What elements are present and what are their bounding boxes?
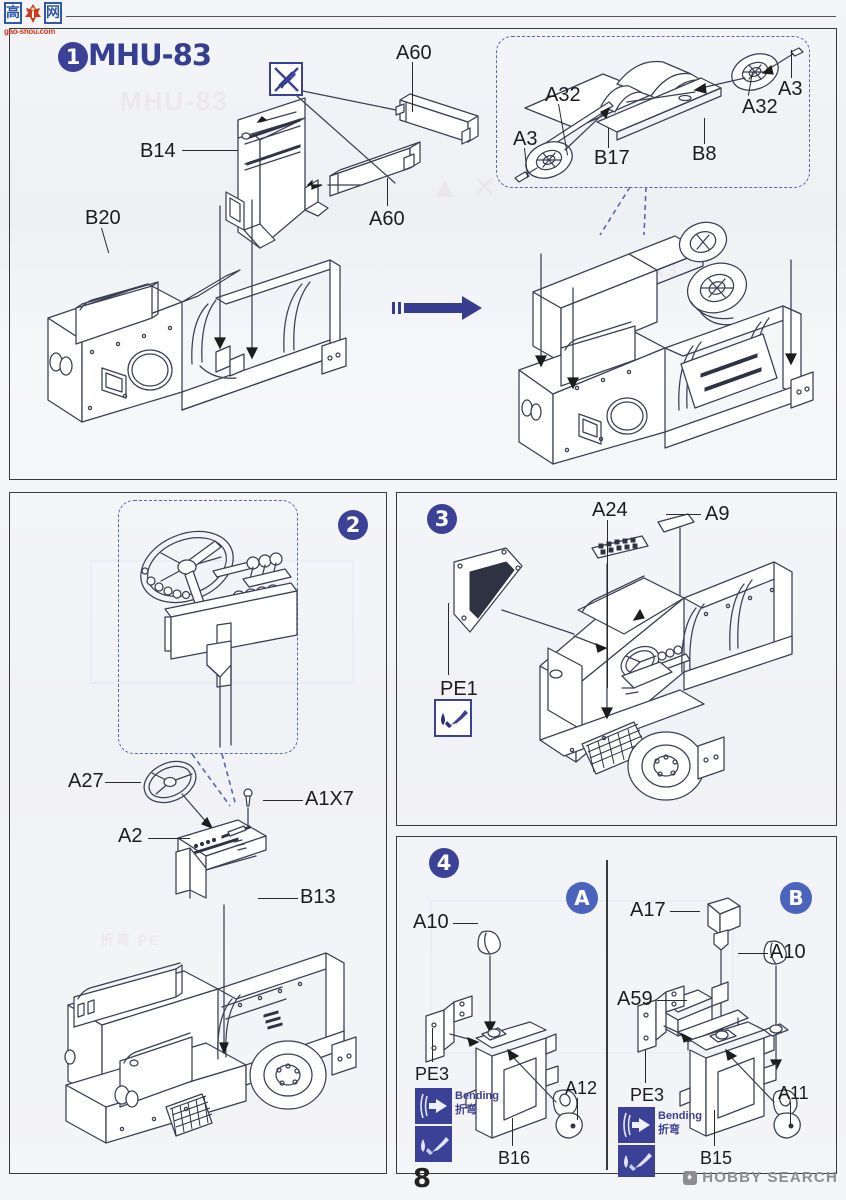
- part-label-a59: A59: [617, 988, 653, 1010]
- hobby-search-label: HOBBY SEARCH: [702, 1169, 838, 1186]
- part-label-a32-right: A32: [742, 96, 778, 118]
- substep-a-badge: A: [566, 882, 598, 914]
- part-label-b15: B15: [700, 1148, 733, 1168]
- gaoshou-url: gao-shou.com: [4, 27, 56, 36]
- part-label-a32-left: A32: [545, 84, 581, 106]
- step-2-result-vehicle: [26, 955, 376, 1163]
- step-2-badge: 2: [338, 510, 368, 540]
- flame-icon: ♦: [683, 1170, 698, 1185]
- part-label-a60-top: A60: [396, 42, 432, 64]
- part-label-a3-left: A3: [513, 128, 538, 150]
- part-label-b16: B16: [498, 1148, 531, 1168]
- leader-line: [666, 514, 701, 516]
- part-label-a1x7: A1X7: [305, 788, 354, 810]
- step-2-dashboard-detail: [125, 505, 300, 753]
- leader-line: [263, 800, 303, 802]
- gaoshou-watermark: 高 网 gao-shou.com: [4, 2, 68, 46]
- leader-line: [258, 898, 298, 900]
- leader-line: [670, 911, 700, 913]
- leader-line: [738, 953, 768, 955]
- leader-line: [148, 838, 190, 840]
- step-3-badge: 3: [427, 504, 457, 534]
- step-2-parts-artwork: [138, 760, 273, 900]
- apply-glue-icon: [618, 1145, 655, 1177]
- leader-line: [704, 118, 706, 144]
- step-1-badge: 1: [58, 42, 88, 72]
- part-label-a27: A27: [68, 770, 104, 792]
- leader-line: [387, 178, 389, 206]
- bending-label-cn-b: 折弯: [658, 1124, 680, 1136]
- part-label-b17: B17: [594, 147, 630, 169]
- hand-thumb-icon: [23, 2, 43, 26]
- part-label-a3-right: A3: [778, 78, 803, 100]
- part-label-b20: B20: [85, 207, 121, 229]
- leader-line: [577, 1098, 579, 1120]
- part-label-a10-b: A10: [770, 941, 806, 963]
- gaoshou-char-3: 网: [44, 2, 62, 24]
- part-label-pe1: PE1: [440, 678, 478, 700]
- part-label-pe3-b: PE3: [630, 1085, 665, 1105]
- leader-line: [645, 1050, 647, 1083]
- part-label-a11: A11: [778, 1083, 809, 1103]
- step-1-chassis-b20: [30, 240, 380, 470]
- step-1-result-assembly: [505, 218, 825, 468]
- step-3-assembly-artwork: [444, 514, 830, 814]
- transition-arrow-icon: [392, 295, 484, 326]
- part-label-a24: A24: [592, 499, 628, 521]
- leader-line: [453, 923, 478, 925]
- hobby-search-watermark: ♦ HOBBY SEARCH: [683, 1169, 838, 1186]
- part-label-a9: A9: [705, 503, 730, 525]
- inset-connector-lines: [560, 185, 660, 240]
- leader-line: [448, 603, 450, 675]
- part-label-b14: B14: [140, 140, 176, 162]
- part-label-a2: A2: [118, 825, 143, 847]
- leader-line: [790, 1102, 792, 1124]
- part-label-b8: B8: [692, 143, 717, 165]
- step-2-panel: [9, 492, 387, 1174]
- step-2-inset-connector: [178, 750, 268, 810]
- no-glue-icon: [269, 62, 303, 96]
- leader-line: [657, 1000, 687, 1002]
- step-1-parts-artwork: [200, 80, 490, 280]
- gaoshou-char-1: 高: [4, 2, 22, 24]
- step-4-badge: 4: [429, 848, 459, 878]
- leader-line: [608, 128, 610, 148]
- part-label-b13: B13: [300, 886, 336, 908]
- part-label-a17: A17: [630, 899, 666, 921]
- leader-line: [791, 50, 793, 78]
- substep-b-badge: B: [780, 882, 812, 914]
- substep-b-artwork: [624, 896, 829, 1166]
- bending-icon: [415, 1088, 452, 1124]
- bending-label-cn-a: 折弯: [455, 1104, 477, 1116]
- step-1-inset-callout: [496, 36, 810, 188]
- step-1-title: MHU-83: [88, 38, 212, 72]
- header-rule: [66, 16, 836, 18]
- part-label-a10-a: A10: [413, 911, 449, 933]
- bending-label-en-a: Bending: [455, 1090, 499, 1102]
- part-label-a60-bottom: A60: [369, 208, 405, 230]
- bending-icon: [618, 1107, 655, 1143]
- substep-divider: [606, 860, 608, 1170]
- part-label-a12: A12: [565, 1078, 598, 1098]
- leader-line: [182, 150, 238, 152]
- step-3-panel: [396, 492, 837, 826]
- page-number: 8: [413, 1164, 432, 1194]
- leader-line: [105, 782, 141, 784]
- leader-line: [714, 1110, 716, 1146]
- bending-label-en-b: Bending: [658, 1110, 702, 1122]
- leader-line: [512, 1118, 514, 1146]
- part-label-pe3-a: PE3: [415, 1064, 450, 1084]
- step-4-panel: [396, 836, 837, 1174]
- step-1-inset-axle-artwork: [505, 40, 805, 190]
- apply-glue-icon: [415, 1126, 452, 1162]
- leader-line: [432, 1028, 434, 1062]
- substep-a-artwork: [420, 930, 610, 1165]
- step-1-panel: [9, 28, 837, 480]
- leader-line: [607, 520, 609, 688]
- gaoshou-glyph-row: 高 网: [4, 2, 68, 26]
- apply-glue-icon: [434, 699, 472, 737]
- leader-line: [412, 62, 414, 112]
